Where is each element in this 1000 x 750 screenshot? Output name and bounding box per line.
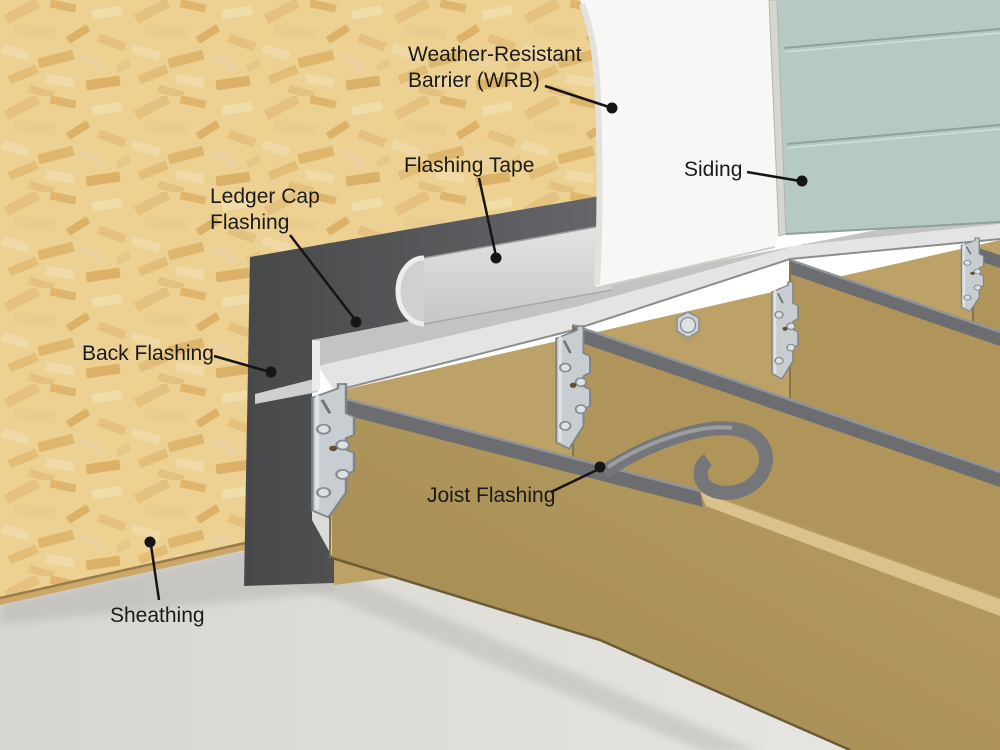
flashing-tape-leader-dot — [490, 252, 502, 264]
back-flashing-leader-line — [213, 354, 271, 374]
hex-bolt — [676, 311, 703, 342]
wrb-leader-line — [544, 84, 613, 110]
ledger-cap-leader-dot — [350, 316, 362, 328]
siding-leader-dot — [796, 175, 808, 187]
ledger-cap-flashing — [255, 206, 1000, 404]
flashing-tape-leader-line — [477, 177, 498, 257]
flashing-tape-roll — [395, 223, 613, 327]
joist-shadow — [280, 558, 756, 750]
siding-panels — [768, 0, 1000, 237]
joist-flashing-leader-line — [550, 467, 600, 494]
sheathing-leader-line — [149, 544, 161, 601]
siding-leader-line — [746, 170, 801, 183]
wrb-leader-dot — [606, 102, 618, 114]
sheathing-leader-dot — [144, 536, 156, 548]
leader-lines — [149, 84, 801, 601]
wrb-sheet — [579, 0, 790, 289]
back-flashing-leader-dot — [265, 366, 277, 378]
ledger-cap-leader-line — [289, 234, 357, 322]
joist-flashing-curl — [600, 421, 773, 500]
leader-dots — [144, 102, 808, 548]
joist-flashing-leader-dot — [594, 461, 606, 473]
